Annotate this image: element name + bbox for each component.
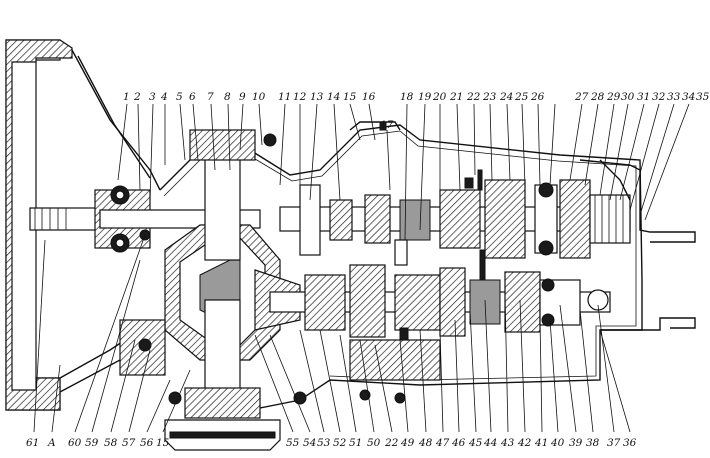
callout-53: 53 xyxy=(317,437,331,449)
callout-59: 59 xyxy=(85,437,99,449)
primary-shaft xyxy=(279,121,631,259)
callout-16: 16 xyxy=(362,91,376,103)
callout-3: 3 xyxy=(149,91,156,103)
callout-32: 32 xyxy=(652,91,666,103)
callout-19: 19 xyxy=(418,91,432,103)
callout-29: 29 xyxy=(606,91,621,103)
callout-13: 13 xyxy=(310,91,324,103)
callout-51: 51 xyxy=(349,437,362,449)
callout-35: 35 xyxy=(696,91,710,103)
callout-39: 39 xyxy=(569,437,583,449)
callout-25: 25 xyxy=(514,91,529,103)
callout-34: 34 xyxy=(682,91,695,103)
callout-17: 17 xyxy=(380,119,394,131)
callout-12: 12 xyxy=(293,91,307,103)
callout-7: 7 xyxy=(207,91,214,103)
callout-56: 56 xyxy=(140,437,154,449)
callout-52: 52 xyxy=(333,437,347,449)
callout-37: 37 xyxy=(607,437,621,449)
callout-9: 9 xyxy=(239,91,246,103)
secondary-shaft xyxy=(269,239,611,404)
callout-11: 11 xyxy=(278,91,291,103)
callout-22-bottom: 22 xyxy=(384,437,399,449)
callout-55: 55 xyxy=(286,437,300,449)
callout-28: 28 xyxy=(590,91,605,103)
callout-38: 38 xyxy=(586,437,600,449)
callout-50: 50 xyxy=(367,437,381,449)
callout-47: 47 xyxy=(435,437,450,449)
callout-6: 6 xyxy=(189,91,196,103)
callout-43: 43 xyxy=(500,437,515,449)
bottom-callouts: 61 A 60 59 58 57 56 15 55 54 53 52 51 50… xyxy=(26,437,637,449)
callout-14: 14 xyxy=(327,91,340,103)
callout-61: 61 xyxy=(26,437,39,449)
callout-4: 4 xyxy=(160,91,168,103)
top-leader-lines xyxy=(117,103,690,241)
callout-46: 46 xyxy=(451,437,466,449)
callout-20: 20 xyxy=(432,91,447,103)
callout-31: 31 xyxy=(637,91,650,103)
callout-1: 1 xyxy=(123,91,130,103)
callout-27: 27 xyxy=(574,91,589,103)
callout-8: 8 xyxy=(224,91,231,103)
callout-24: 24 xyxy=(499,91,513,103)
callout-36: 36 xyxy=(623,437,637,449)
differential xyxy=(119,129,307,451)
callout-40: 40 xyxy=(550,437,565,449)
callout-21: 21 xyxy=(449,91,463,103)
bottom-leader-lines xyxy=(33,234,631,433)
callout-26: 26 xyxy=(530,91,545,103)
callout-45: 45 xyxy=(468,437,483,449)
callout-48: 48 xyxy=(418,437,433,449)
callout-42: 42 xyxy=(517,437,532,449)
callout-15-bottom: 15 xyxy=(156,437,170,449)
callout-44: 44 xyxy=(483,437,497,449)
callout-57: 57 xyxy=(122,437,136,449)
callout-60: 60 xyxy=(68,437,82,449)
callout-A: A xyxy=(47,437,56,449)
callout-41: 41 xyxy=(534,437,548,449)
gearbox-housing xyxy=(159,124,696,411)
callout-58: 58 xyxy=(104,437,118,449)
callout-23: 23 xyxy=(482,91,497,103)
top-callouts: 1 2 3 4 5 6 7 8 9 10 11 12 13 14 15 16 1… xyxy=(123,91,710,131)
callout-30: 30 xyxy=(621,91,635,103)
callout-33: 33 xyxy=(667,91,681,103)
callout-5: 5 xyxy=(176,91,183,103)
callout-2: 2 xyxy=(133,91,141,103)
callout-54: 54 xyxy=(303,437,316,449)
callout-10: 10 xyxy=(252,91,266,103)
callout-15-top: 15 xyxy=(343,91,357,103)
callout-49: 49 xyxy=(400,437,415,449)
callout-22-top: 22 xyxy=(466,91,481,103)
callout-18: 18 xyxy=(400,91,414,103)
